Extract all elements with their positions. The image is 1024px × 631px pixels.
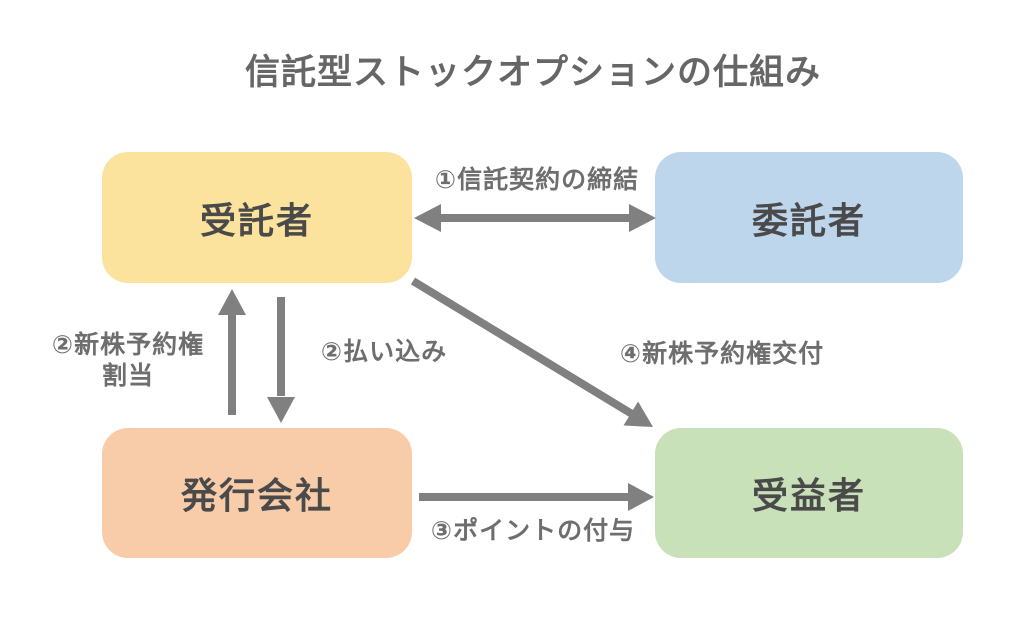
arrow-trust-contract — [414, 204, 656, 232]
label-warrant-allotment-line2: 割当 — [101, 361, 155, 391]
box-settlor: 委託者 — [655, 152, 963, 283]
label-warrant-allotment: ②新株予約権 割当 — [52, 329, 204, 392]
arrow-warrant-delivery — [410, 277, 653, 427]
box-trustee-label: 受託者 — [199, 200, 314, 242]
arrowhead-diagonal — [623, 401, 653, 427]
label-point-grant: ③ポイントの付与 — [430, 516, 636, 545]
box-settlor-label: 委託者 — [751, 200, 866, 242]
arrow-shaft — [410, 277, 635, 418]
arrowhead-left — [414, 204, 441, 232]
box-issuer: 発行会社 — [102, 428, 412, 558]
arrow-payment — [267, 297, 295, 423]
box-trustee: 受託者 — [102, 152, 412, 283]
arrow-point-grant — [419, 483, 654, 511]
label-warrant-allotment-line1: ②新株予約権 — [51, 330, 205, 359]
arrowhead-up — [218, 289, 246, 315]
box-issuer-label: 発行会社 — [180, 476, 333, 517]
label-trust-contract: ①信託契約の締結 — [434, 165, 640, 194]
label-payment: ②払い込み — [320, 337, 448, 366]
arrowhead-right — [628, 483, 654, 511]
arrowhead-right — [629, 204, 656, 232]
box-beneficiary-label: 受益者 — [751, 476, 866, 517]
diagram-title: 信託型ストックオプションの仕組み — [244, 53, 822, 93]
arrow-warrant-allotment — [218, 289, 246, 415]
box-beneficiary: 受益者 — [655, 428, 963, 558]
label-warrant-delivery: ④新株予約権交付 — [619, 339, 825, 368]
arrowhead-down — [267, 397, 295, 423]
